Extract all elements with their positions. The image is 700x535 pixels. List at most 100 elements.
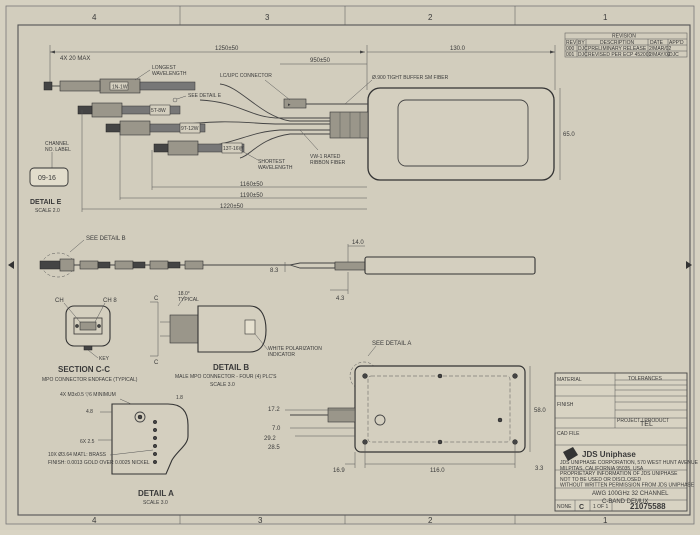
dim-70: 7.0 — [272, 426, 281, 432]
dim-module: 130.0 — [450, 46, 466, 52]
finish-label: FINISH: 0.0013 GOLD OVER 0.0025 NICKEL — [48, 460, 150, 466]
dim-1160: 1160±50 — [240, 182, 264, 188]
tb-company-address: JDS UNIPHASE CORPORATION, 570 WEST HUNT … — [560, 460, 699, 472]
ch-right: CH 8 — [103, 298, 117, 304]
awg-module-bottom — [354, 365, 526, 453]
dim-1160: 116.0 — [430, 468, 445, 474]
dim-172: 17.2 — [268, 407, 280, 413]
tb-size: C — [579, 504, 584, 511]
detail-e-title: DETAIL E — [30, 199, 62, 206]
lc-tag: ▸ — [288, 102, 291, 108]
polarization-indicator — [244, 319, 256, 335]
jds-logo-mark — [563, 447, 578, 461]
rev-hdr-by: BY — [578, 40, 585, 46]
detail-e-scale: SCALE 2.0 — [35, 208, 60, 214]
rev-row2-desc: REVISED PER ECP 452001 — [588, 52, 651, 58]
tb-material: MATERIAL — [557, 377, 582, 383]
dim-43: 4.3 — [336, 296, 345, 302]
tb-company: JDS Uniphase — [582, 450, 636, 459]
zone-top-2: 2 — [428, 13, 433, 22]
zone-top-1: 1 — [603, 13, 608, 22]
detail-b-title: DETAIL B — [213, 363, 249, 372]
dim-4x20: 4X 20 MAX — [60, 56, 90, 62]
tb-sheet: 1 OF 1 — [593, 504, 609, 510]
detail-a-title: DETAIL A — [138, 489, 174, 498]
tb-title-line2: C-BAND DEMUX — [602, 499, 648, 505]
tb-title-line1: AWG 100GHz 32 CHANNEL — [592, 491, 669, 497]
rev-row1-desc: PRELIMINARY RELEASE — [588, 46, 647, 52]
mpo-connector-2: 5T-8W — [77, 102, 181, 118]
dim-292: 29.2 — [264, 436, 276, 442]
section-cc-subtitle: MPO CONNECTOR ENDFACE (TYPICAL) — [42, 377, 138, 383]
zone-ticks — [179, 6, 516, 524]
rev-row1-by: DJC — [578, 46, 588, 52]
tb-scale: NONE — [557, 504, 572, 510]
rev-hdr-appd: APP'D — [669, 40, 684, 46]
dim-48: 4.8 — [86, 409, 93, 415]
center-mark-left — [8, 261, 14, 269]
rev-row2-appd: DJC — [669, 52, 679, 58]
tag-3: 9T-12W — [181, 126, 199, 132]
detail-b-desc: MALE MPO CONNECTOR - FOUR (4) PLC'S — [175, 374, 277, 380]
dim-height: 65.0 — [563, 132, 575, 138]
top-view: 1250±50 950±50 130.0 4X 20 MAX 65.0 ▸ — [43, 45, 575, 212]
rev-row2-rev: 001 — [566, 52, 575, 58]
zone-bottom-3: 3 — [258, 516, 263, 525]
mpo-connector-3: 9T-12W — [105, 120, 206, 136]
side-view: SEE DETAIL B 14.0 8.3 4.3 — [39, 236, 536, 302]
detail-a-scale: SCALE 3.0 — [143, 500, 168, 506]
dim-580: 58.0 — [534, 408, 546, 414]
tb-cad-file: CAD FILE — [557, 431, 580, 437]
rev-row2-date: 2/MAY/02 — [649, 52, 671, 58]
dim-169: 16.9 — [333, 468, 345, 474]
hole-label: 10X Ø3.64 MATL: BRASS — [48, 452, 107, 458]
label-lcupc: LC/UPC CONNECTOR — [220, 73, 272, 79]
detail-b-scale: SCALE 3.0 — [210, 382, 235, 388]
rev-row1-rev: 000 — [566, 46, 575, 52]
detail-a: 4X M3x0.5 ▽6 MINIMUM 4.8 6X 2.5 1.8 10X … — [48, 392, 189, 506]
key-label: KEY — [99, 356, 110, 362]
dim-83: 8.3 — [270, 268, 279, 274]
tag-1: 1N-1W — [112, 85, 128, 91]
label-detail-b: SEE DETAIL B — [86, 236, 126, 242]
see-detail-a: SEE DETAIL A — [372, 341, 411, 347]
zone-top-4: 4 — [92, 13, 97, 22]
zone-top-3: 3 — [265, 13, 270, 22]
revision-title: REVISION — [612, 34, 636, 40]
channel-label — [29, 167, 69, 187]
rev-row2-by: DJC — [578, 52, 588, 58]
title-block: MATERIAL FINISH TOLERANCES PROJECT / PRO… — [554, 372, 699, 512]
dim-1190: 1190±50 — [240, 193, 264, 199]
tb-tolerances: TOLERANCES — [628, 376, 662, 382]
section-cc: CH CH 8 KEY SECTION C-C MPO CONNECTOR EN… — [42, 298, 138, 383]
dim-overall: 1250±50 — [215, 46, 239, 52]
dim-1220: 1220±50 — [220, 204, 244, 210]
rev-hdr-desc: DESCRIPTION — [600, 40, 635, 46]
awg-module-side — [364, 256, 536, 275]
module-label-area — [397, 99, 529, 167]
ch-left: CH — [55, 298, 64, 304]
thread-label: 4X M3x0.5 ▽6 MINIMUM — [60, 392, 116, 398]
dim-285: 28.5 — [268, 445, 280, 451]
label-fiber: Ø.900 TIGHT BUFFER SM FIBER — [372, 75, 449, 81]
label-detail-e: SEE DETAIL E — [188, 93, 222, 99]
angle-label: 18.0°TYPICAL — [178, 291, 199, 303]
mpo-connector-1: 1N-1W — [43, 78, 196, 94]
mpo-connector-4: 13T-16W — [153, 140, 245, 156]
tag-2: 5T-8W — [151, 108, 166, 114]
module-corner — [111, 403, 189, 475]
strain-relief-boot — [329, 111, 369, 139]
dim-25: 6X 2.5 — [80, 439, 95, 445]
dim-18: 1.8 — [176, 395, 183, 401]
rev-row1-date: 2/MAR/02 — [649, 46, 671, 52]
zone-bottom-1: 1 — [603, 516, 608, 525]
section-cc-title: SECTION C-C — [58, 365, 110, 374]
